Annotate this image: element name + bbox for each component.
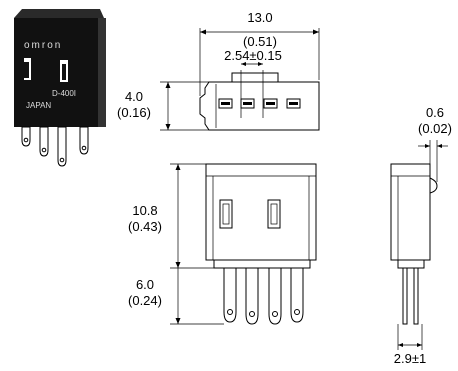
front-view: 10.8 (0.43) 6.0 (0.24) xyxy=(128,163,317,325)
body-height-mm-label: 10.8 xyxy=(132,203,157,218)
pitch-label: 2.54±0.15 xyxy=(224,48,282,63)
top-view: 13.0 (0.51) 2.54±0.15 4.0 (0.16) xyxy=(117,10,320,131)
body-height-in-label: (0.43) xyxy=(128,219,162,234)
pin-length-in-label: (0.24) xyxy=(128,293,162,308)
front-view-pins xyxy=(223,268,304,325)
origin-text: JAPAN xyxy=(26,101,51,110)
side-gap-in-label: (0.02) xyxy=(418,121,452,136)
component-pins xyxy=(21,126,89,167)
width-mm-label: 13.0 xyxy=(247,10,272,25)
side-view: 0.6 (0.02) 2.9±1 xyxy=(390,105,452,366)
model-text: D-400I xyxy=(52,89,76,98)
component-photo: omron D-400I JAPAN xyxy=(14,9,106,167)
top-view-terminals xyxy=(218,98,301,109)
pin-length-mm-label: 6.0 xyxy=(136,277,154,292)
side-gap-mm-label: 0.6 xyxy=(426,105,444,120)
brand-logo-text: omron xyxy=(24,40,62,51)
width-in-label: (0.51) xyxy=(243,34,277,49)
side-pin-span-label: 2.9±1 xyxy=(394,351,426,366)
height-mm-label: 4.0 xyxy=(125,89,143,104)
side-view-pins xyxy=(402,267,419,325)
height-in-label: (0.16) xyxy=(117,105,151,120)
